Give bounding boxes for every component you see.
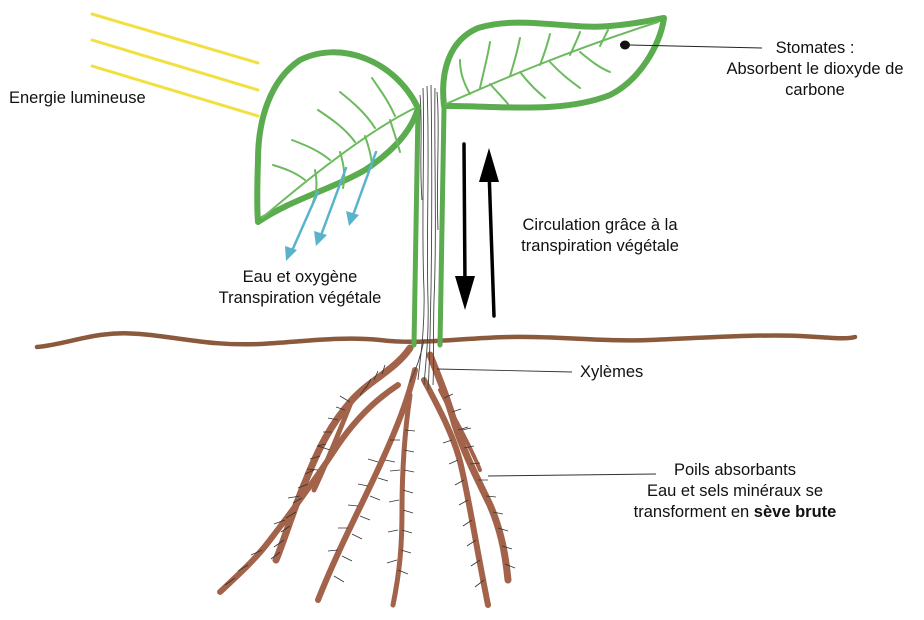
- xylemes-leader-line: [437, 369, 572, 372]
- xylemes-label: Xylèmes: [580, 362, 643, 383]
- root-hairs: [225, 365, 515, 587]
- seve-brute-bold: sève brute: [754, 503, 837, 521]
- stomates-line-2: Absorbent le dioxyde de: [706, 59, 924, 80]
- poils-line-2: Eau et sels minéraux se: [610, 481, 860, 502]
- circulation-label: Circulation grâce à la transpiration vég…: [500, 215, 700, 257]
- circulation-line-2: transpiration végétale: [500, 236, 700, 257]
- stomates-line-3: carbone: [706, 80, 924, 101]
- roots: [220, 348, 508, 605]
- circulation-line-1: Circulation grâce à la: [500, 215, 700, 236]
- stem: [414, 108, 444, 345]
- eau-oxygene-line-1: Eau et oxygène: [200, 267, 400, 288]
- energie-lumineuse-label: Energie lumineuse: [9, 88, 146, 109]
- eau-oxygene-label: Eau et oxygène Transpiration végétale: [200, 267, 400, 309]
- circulation-arrows: [455, 144, 499, 316]
- stomates-line-1: Stomates :: [706, 38, 924, 59]
- stomata-dot: [620, 41, 630, 50]
- poils-line-1: Poils absorbants: [610, 460, 860, 481]
- left-leaf: [257, 52, 418, 222]
- stomates-label: Stomates : Absorbent le dioxyde de carbo…: [706, 38, 924, 101]
- poils-line-3-text: transforment en: [634, 503, 754, 521]
- eau-oxygene-line-2: Transpiration végétale: [200, 288, 400, 309]
- soil-line: [37, 333, 855, 347]
- poils-line-3: transforment en sève brute: [610, 502, 860, 523]
- poils-absorbants-label: Poils absorbants Eau et sels minéraux se…: [610, 460, 860, 523]
- right-leaf-veins: [446, 22, 658, 104]
